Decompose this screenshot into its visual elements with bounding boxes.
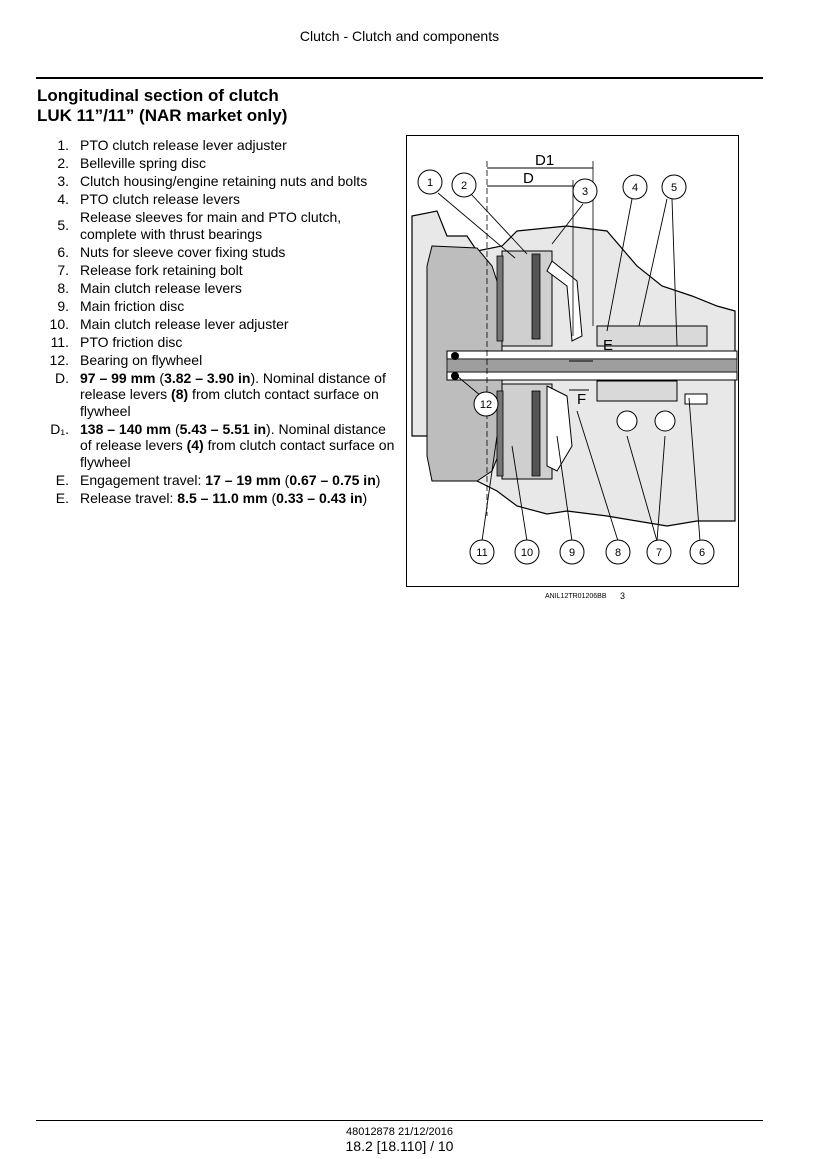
svg-text:11: 11 [476, 547, 487, 559]
svg-text:1: 1 [427, 177, 433, 189]
pressure-plate-upper [501, 250, 553, 347]
friction-disc-lower [531, 390, 541, 477]
pto-disc-lower [496, 390, 504, 477]
callout-4: 4 [622, 174, 648, 200]
legend-item: 7.Release fork retaining bolt [57, 261, 243, 278]
shaft-upper [446, 350, 738, 360]
callout-11: 11 [469, 539, 495, 565]
footer-divider [36, 1120, 763, 1121]
callout-2: 2 [451, 172, 477, 198]
fork-bolt-2 [654, 410, 676, 432]
legend-item: 8.Main clutch release levers [57, 279, 242, 296]
dimension-release: E.Release travel: 8.5 – 11.0 mm (0.33 – … [55, 489, 368, 506]
legend-item: 9.Main friction disc [57, 297, 185, 314]
svg-text:8: 8 [615, 547, 621, 559]
callout-3: 3 [572, 178, 598, 204]
release-lever-lower [546, 385, 573, 472]
svg-text:5: 5 [671, 182, 677, 194]
fork-bolt-1 [616, 410, 638, 432]
callout-10: 10 [514, 539, 540, 565]
stud-nut [684, 393, 708, 405]
bearing-flywheel-bottom [451, 372, 459, 380]
figure-number: 3 [620, 591, 626, 601]
callout-6: 6 [689, 539, 715, 565]
svg-text:3: 3 [582, 186, 588, 198]
svg-text:9: 9 [569, 547, 575, 559]
friction-disc-upper [531, 253, 541, 340]
pressure-plate-lower [501, 383, 553, 480]
dim-label-f: F [577, 391, 586, 408]
footer-page-number: 18.2 [18.110] / 10 [345, 1138, 454, 1154]
dimension-engagement: E.Engagement travel: 17 – 19 mm (0.67 – … [55, 471, 381, 488]
legend-item: 4.PTO clutch release levers [57, 191, 241, 207]
dim-label-e: E [603, 337, 613, 354]
figure-code: ANIL12TR01206BB [545, 593, 607, 600]
parts-legend: 1.PTO clutch release lever adjuster 2.Be… [37, 137, 397, 508]
legend-item: 10.Main clutch release lever adjuster [49, 315, 289, 332]
legend-item: 2.Belleville spring disc [57, 155, 207, 171]
dimension-d: D.97 – 99 mm (3.82 – 3.90 in). Nominal d… [55, 369, 386, 419]
callout-7: 7 [646, 539, 672, 565]
page-header-title: Clutch - Clutch and components [299, 28, 500, 44]
section-title-line2: LUK 11”/11” (NAR market only) [37, 106, 288, 125]
callout-8: 8 [605, 539, 631, 565]
release-sleeve-lower [596, 380, 678, 402]
release-sleeve [596, 325, 708, 347]
callout-leaders [437, 192, 701, 542]
shaft-lower [446, 371, 738, 381]
svg-text:12: 12 [480, 399, 492, 411]
clutch-section-figure: D1 D E F 1 2 3 4 5 12 11 10 9 [406, 135, 739, 587]
pto-disc-upper [496, 255, 504, 342]
header-divider [36, 77, 763, 79]
dimension-d1: D₁.138 – 140 mm (5.43 – 5.51 in). Nomina… [50, 420, 395, 470]
section-title: Longitudinal section of clutch LUK 11”/1… [37, 86, 287, 126]
callout-12: 12 [473, 391, 499, 417]
legend-item: 12.Bearing on flywheel [49, 351, 203, 368]
dim-label-d: D [523, 170, 534, 187]
callout-9: 9 [559, 539, 585, 565]
callout-5: 5 [661, 174, 687, 200]
bearing-flywheel-top [451, 352, 459, 360]
dim-label-d1: D1 [535, 152, 554, 169]
legend-item: 1.PTO clutch release lever adjuster [57, 137, 287, 153]
legend-item: 5.Release sleeves for main and PTO clutc… [57, 209, 342, 242]
svg-text:2: 2 [461, 180, 467, 192]
callout-1: 1 [417, 169, 443, 195]
svg-text:7: 7 [656, 547, 662, 559]
section-title-line1: Longitudinal section of clutch [37, 86, 279, 105]
footer-doc-ref: 48012878 21/12/2016 [345, 1126, 454, 1138]
legend-item: 6.Nuts for sleeve cover fixing studs [57, 243, 286, 260]
clutch-section-drawing: D1 D E F 1 2 3 4 5 12 11 10 9 [411, 152, 738, 565]
shaft-core [446, 358, 738, 373]
svg-text:4: 4 [632, 182, 638, 194]
svg-text:10: 10 [521, 547, 533, 559]
legend-item: 11.PTO friction disc [50, 333, 183, 350]
svg-text:6: 6 [699, 547, 705, 559]
legend-item: 3.Clutch housing/engine retaining nuts a… [57, 173, 368, 189]
